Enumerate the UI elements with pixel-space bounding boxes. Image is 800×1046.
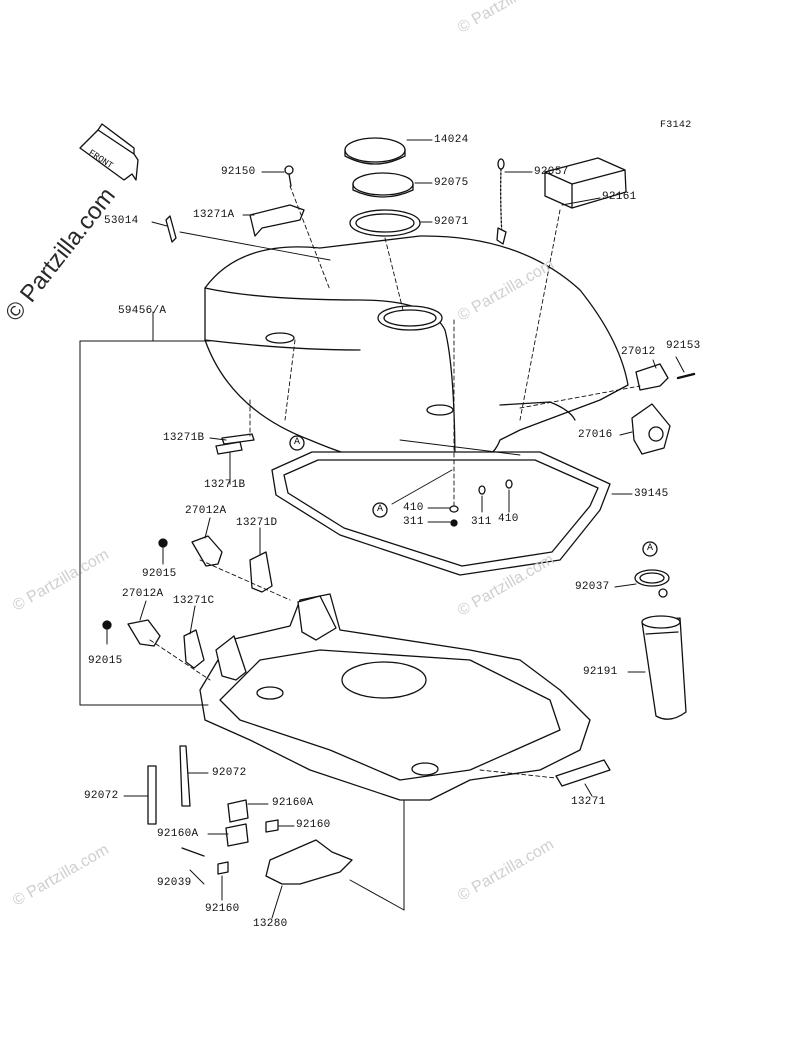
part-label-13271A: 13271A [193,209,235,221]
bracket-27012A-a [191,535,223,567]
part-label-92160A-a: 92160A [272,797,314,809]
guard-13280 [265,839,353,885]
pin-53014 [165,215,177,243]
bracket-27012A-b [127,619,161,647]
callout-a-2-label: A [377,504,384,515]
bracket-13271D [249,551,273,593]
part-label-14024: 14024 [434,134,469,146]
callout-a-2 [372,502,388,518]
part-label-92153: 92153 [666,340,701,352]
part-label-92075: 92075 [434,177,469,189]
part-label-92015-b: 92015 [88,655,123,667]
figure-ref-code: F3142 [660,120,692,131]
bracket-13271C [183,629,205,669]
seal-39145 [271,451,611,576]
nut-311-b [478,485,486,495]
nut-92015-a [158,538,168,548]
part-label-92015-a: 92015 [142,568,177,580]
part-label-311-b: 311 [471,516,492,528]
pad-92160A-a [227,799,249,823]
part-label-92150: 92150 [221,166,256,178]
washer-410-b [505,479,513,489]
pad-92161 [544,157,627,209]
part-label-39145: 39145 [634,488,669,500]
ring-92071 [349,209,421,237]
part-label-92191: 92191 [583,666,618,678]
part-label-13271D: 13271D [236,517,278,529]
pad-92075 [352,172,414,198]
hose-92191 [641,615,687,720]
bracket-13271A [249,204,305,237]
part-label-92160-a: 92160 [296,819,331,831]
latch-27016 [631,403,671,455]
front-arrow-icon [79,123,139,181]
pad-92160-b [217,861,229,875]
callout-a-1 [289,435,305,451]
part-label-92160A-b: 92160A [157,828,199,840]
part-label-27016: 27016 [578,429,613,441]
part-label-410-a: 410 [403,502,424,514]
callout-a-3-label: A [647,543,654,554]
part-label-92071: 92071 [434,216,469,228]
part-label-53014: 53014 [104,215,139,227]
part-label-92161: 92161 [602,191,637,203]
part-label-92039: 92039 [157,877,192,889]
bolt-92153 [676,372,696,380]
callout-a-3 [642,541,658,557]
cord-92057 [496,158,507,245]
part-label-13280: 13280 [253,918,288,930]
part-label-13271C: 13271C [173,595,215,607]
part-label-27012A-b: 27012A [122,588,164,600]
part-label-92072-b: 92072 [84,790,119,802]
pad-92160-a [265,819,279,833]
reference-lines [179,231,521,505]
pad-92160A-b [225,823,249,847]
hood-cover [204,235,629,471]
part-label-13271B-b: 13271B [204,479,246,491]
nut-311-a [450,519,458,527]
screw-92039 [181,847,205,857]
bracket-13271B-b [215,441,243,455]
washer-410-a [449,505,459,513]
part-label-410-b: 410 [498,513,519,525]
callout-a-1-label: A [294,437,301,448]
nut-92015-b [102,620,112,630]
part-label-27012: 27012 [621,346,656,358]
part-label-92072-a: 92072 [212,767,247,779]
assembly-lines [149,185,641,779]
part-label-13271: 13271 [571,796,606,808]
part-label-92057: 92057 [534,166,569,178]
bracket-13271B-a [221,433,255,445]
clamp-92037 [634,569,670,598]
part-label-59456A: 59456/A [118,305,167,317]
bracket-27012 [635,363,669,391]
part-label-92037: 92037 [575,581,610,593]
part-label-13271B-a: 13271B [163,432,205,444]
strap-92072-a [179,745,191,807]
lower-deck [199,593,591,801]
strap-92072-b [147,765,157,825]
part-label-27012A-a: 27012A [185,505,227,517]
part-label-92160-b: 92160 [205,903,240,915]
cap-14024 [344,137,406,165]
leader-lines [79,139,685,919]
part-label-311-a: 311 [403,516,424,528]
plate-13271 [555,759,611,787]
bolt-92150 [284,165,294,187]
